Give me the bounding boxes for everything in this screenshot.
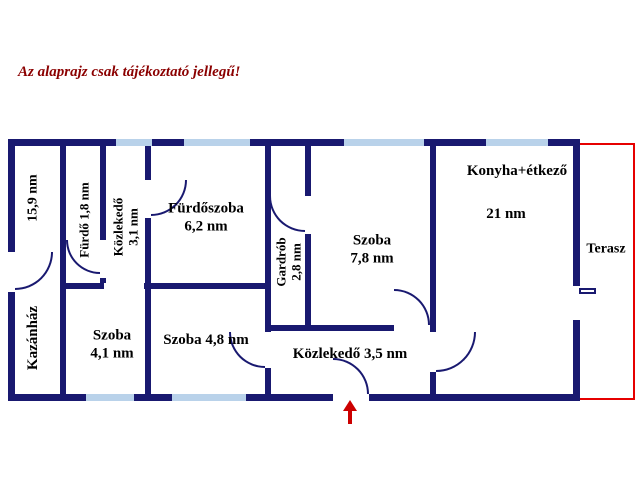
door-opening-terasz <box>573 286 580 320</box>
room-label-gardrob: Gardrób 2,8 nm <box>274 237 305 286</box>
room-label-kozlekedo-small-area: 3,1 nm <box>126 208 141 246</box>
wall-horizontal-upper <box>60 283 271 289</box>
entrance-arrow-head <box>343 400 357 411</box>
terrace-outline <box>577 143 635 400</box>
door-swing-arc-kazanhaz <box>15 252 53 290</box>
door-opening-konyha <box>430 332 436 372</box>
window-top-4 <box>486 139 548 146</box>
door-swing-arc-szoba-nagy <box>394 289 430 325</box>
room-label-konyha-name: Konyha+étkező <box>466 163 568 180</box>
room-label-szoba-41: Szoba 4,1 nm <box>90 327 133 362</box>
room-label-kozlekedo-nagy: Közlekedő 3,5 nm <box>292 346 408 363</box>
door-opening-kazanhaz <box>8 252 15 292</box>
door-opening-gardrob <box>305 196 311 234</box>
room-label-furdoszoba: Fürdőszoba 6,2 nm <box>168 200 244 235</box>
wall-outer-top <box>8 139 580 146</box>
window-top-1 <box>116 139 152 146</box>
door-opening-szoba-nagy <box>394 325 430 331</box>
window-bottom-2 <box>172 394 246 401</box>
window-top-3 <box>344 139 424 146</box>
wall-kozlekedo-small-right <box>145 139 151 401</box>
room-label-furdo: Fürdő 1,8 nm <box>76 182 92 258</box>
room-label-furdoszoba-area: 6,2 nm <box>184 218 228 234</box>
door-swing-arc-gardrob <box>269 196 305 232</box>
disclaimer-title: Az alaprajz csak tájékoztató jellegű! <box>18 64 241 80</box>
door-opening-szoba-48 <box>265 332 271 368</box>
door-opening-furdoszoba <box>145 180 151 218</box>
window-bottom-1 <box>86 394 134 401</box>
room-label-terasz: Terasz <box>586 241 626 257</box>
room-label-konyha-area: 21 nm <box>486 206 526 223</box>
room-label-szoba-nagy: Szoba 7,8 nm <box>350 232 393 267</box>
wall-furdoszoba-right <box>265 139 271 401</box>
room-label-kozlekedo-small: Közlekedő 3,1 nm <box>111 198 142 257</box>
room-label-kazanhaz-name: Kazánház <box>25 305 42 371</box>
door-opening-entrance <box>333 394 369 401</box>
wall-konyha-left <box>430 139 436 401</box>
room-label-szoba-nagy-area: 7,8 nm <box>350 250 394 266</box>
wall-kazanhaz-right <box>60 139 66 401</box>
passage-kozlekedo-small <box>104 283 144 289</box>
entrance-arrow-stem <box>348 410 352 424</box>
door-swing-arc-konyha <box>436 332 476 372</box>
room-label-szoba-41-name: Szoba <box>92 327 132 344</box>
wall-horizontal-hall <box>265 325 436 331</box>
room-label-kazanhaz-area: 15,9 nm <box>25 174 41 222</box>
room-label-gardrob-area: 2,8 nm <box>289 243 304 281</box>
wall-outer-right <box>573 139 580 401</box>
wall-gardrob-right <box>305 139 311 331</box>
room-label-szoba-nagy-name: Szoba <box>352 232 392 249</box>
wall-furdo-right <box>100 139 106 289</box>
wall-outer-bottom <box>8 394 580 401</box>
room-label-kozlekedo-small-name: Közlekedő <box>110 197 126 257</box>
room-label-szoba-41-area: 4,1 nm <box>90 345 134 361</box>
door-opening-furdo <box>100 240 106 278</box>
room-label-furdoszoba-name: Fürdőszoba <box>168 200 244 217</box>
terrace-door-leaf <box>579 288 596 294</box>
window-top-2 <box>184 139 250 146</box>
room-label-szoba-48: Szoba 4,8 nm <box>163 332 249 349</box>
room-label-gardrob-name: Gardrób <box>273 237 289 287</box>
